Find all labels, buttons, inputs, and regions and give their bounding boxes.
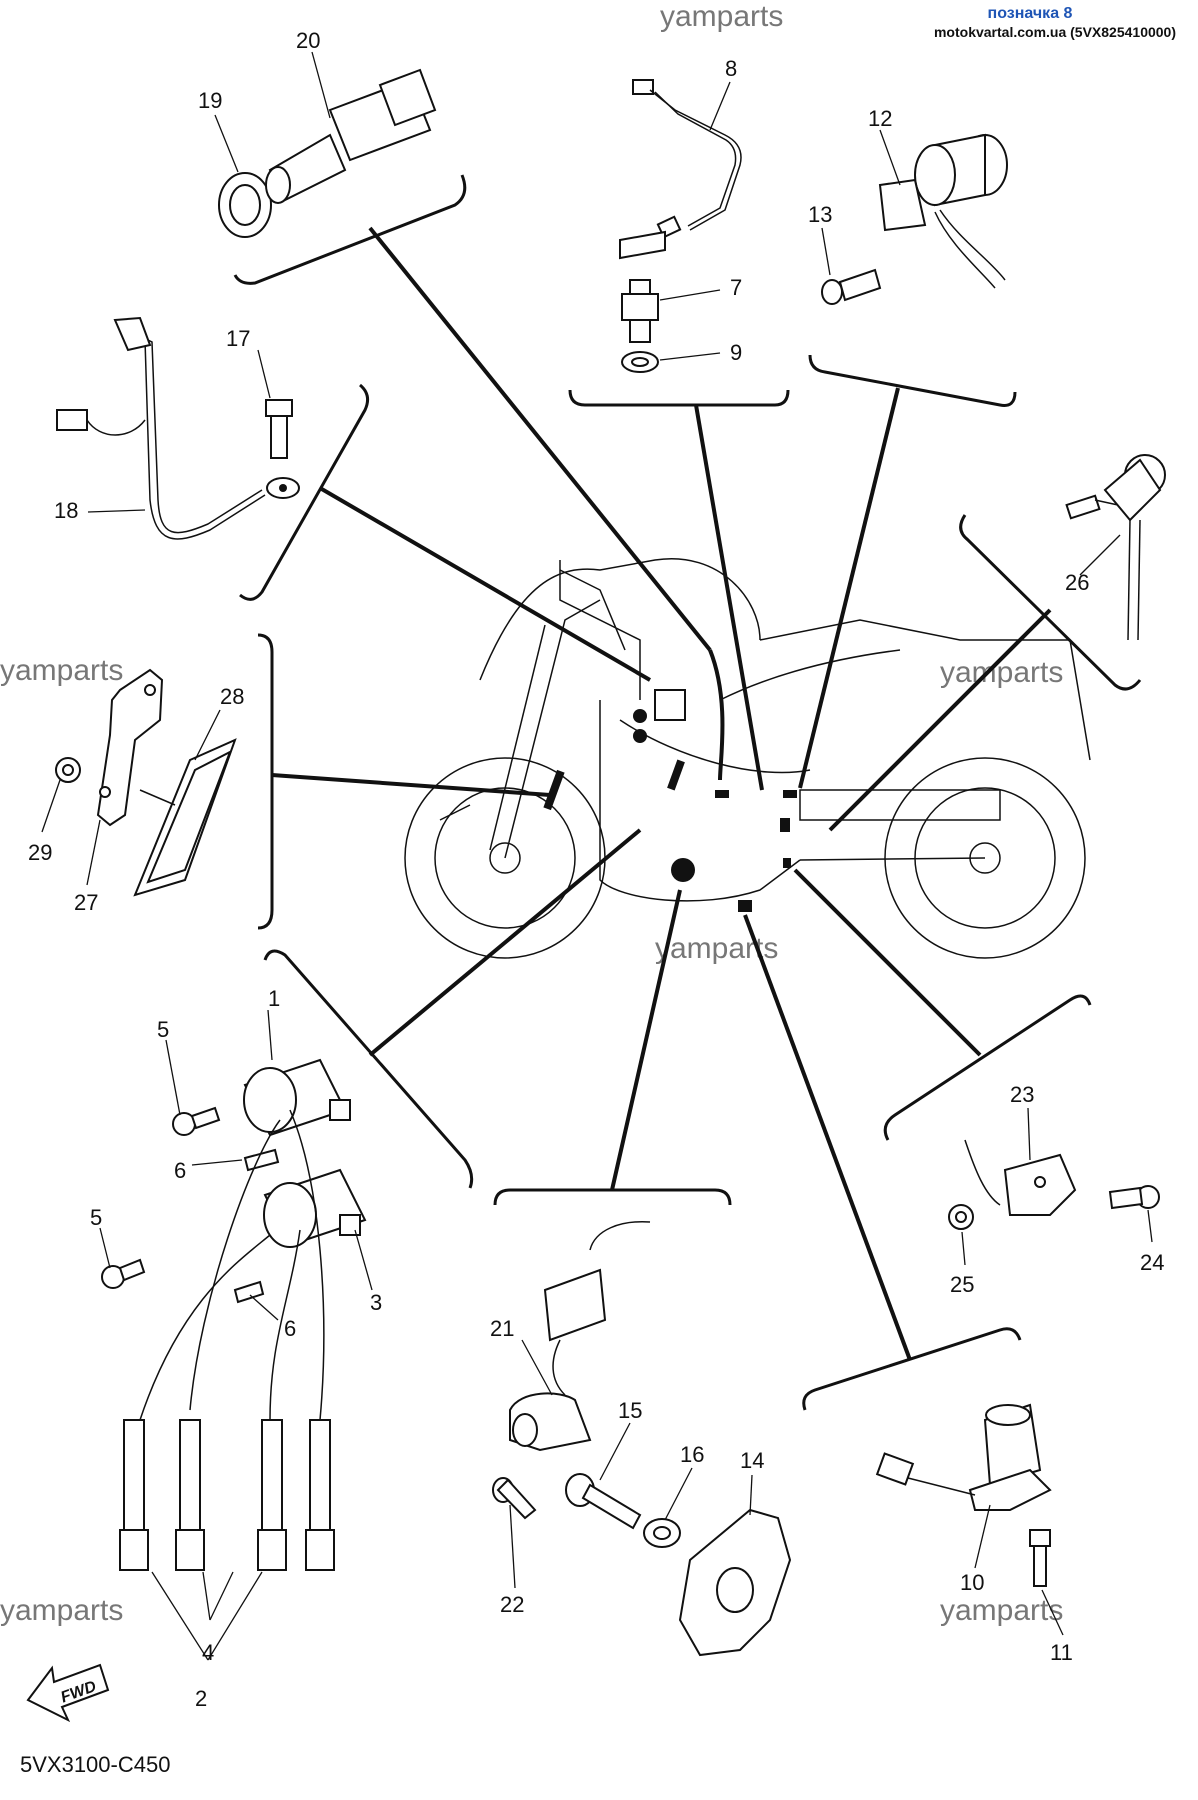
part-17-bolt (265, 399, 293, 459)
part-5-bolt-upper (172, 1106, 221, 1136)
callout-5-upper: 5 (157, 1017, 169, 1042)
callout-25: 25 (950, 1272, 974, 1297)
part-11-bolt (1029, 1529, 1051, 1587)
part-28-reflector (133, 738, 237, 897)
callout-8: 8 (725, 56, 737, 81)
callout-18: 18 (54, 498, 78, 523)
header-site-ref: motokvartal.com.ua (5VX825410000) (933, 24, 1176, 40)
callout-11: 11 (1050, 1640, 1073, 1665)
fwd-arrow-icon: FWD (26, 1663, 110, 1723)
part-8-lead-wire (619, 79, 742, 260)
diagram-code: 5VX3100-C450 (20, 1752, 171, 1777)
callout-19: 19 (198, 88, 222, 113)
bracket-group-10-11 (802, 1327, 1022, 1411)
part-4-plug-caps (119, 1109, 335, 1571)
callout-13: 13 (808, 202, 832, 227)
watermark-bottom-left: yamparts (0, 1594, 123, 1627)
callout-29: 29 (28, 840, 52, 865)
part-21-pickup-coil (509, 1221, 651, 1452)
part-24-bolt (1108, 1185, 1160, 1210)
bracket-group-1-6 (263, 949, 474, 1189)
callout-9: 9 (730, 340, 742, 365)
callout-14: 14 (740, 1448, 764, 1473)
lead-lines (271, 226, 1052, 1361)
callout-6-lower: 6 (284, 1316, 296, 1341)
part-29-nut (55, 757, 81, 783)
watermark-right: yamparts (940, 656, 1063, 689)
callout-24: 24 (1140, 1250, 1164, 1275)
callout-4: 4 (202, 1640, 214, 1665)
callout-5-lower: 5 (90, 1205, 102, 1230)
bracket-group-7-8-9 (568, 389, 790, 407)
header-link[interactable]: позначка 8 (987, 5, 1073, 22)
part-9-washer (621, 351, 659, 373)
bracket-group-12-13 (808, 354, 1017, 407)
callout-2: 2 (195, 1686, 207, 1711)
part-23-switch (964, 1139, 1077, 1216)
watermark-bottom-right: yamparts (940, 1594, 1063, 1627)
bracket-group-27-28-29 (257, 633, 274, 930)
part-16-washer (643, 1518, 681, 1548)
callout-26: 26 (1065, 570, 1089, 595)
part-20-sender (218, 68, 437, 238)
part-25-nut (948, 1204, 974, 1230)
callout-10: 10 (960, 1570, 984, 1595)
bracket-group-17-18 (239, 383, 370, 601)
callout-7: 7 (730, 275, 742, 300)
bracket-group-19-20 (233, 174, 467, 285)
callout-17: 17 (226, 326, 250, 351)
part-6-bolt-lower (233, 1280, 265, 1304)
bracket-group-26 (959, 514, 1142, 691)
location-markers (543, 689, 797, 912)
part-27-bracket (96, 668, 164, 827)
part-26-sensor (1065, 454, 1166, 641)
part-6-bolt-upper (243, 1148, 280, 1172)
watermark-left: yamparts (0, 654, 123, 687)
part-5-bolt-lower (101, 1258, 146, 1289)
part-15-bolt (565, 1473, 642, 1530)
part-22-bolt (492, 1477, 537, 1520)
part-12-sensor (878, 133, 1008, 289)
callout-15: 15 (618, 1398, 642, 1423)
part-14-rotor (678, 1508, 792, 1657)
motorcycle-outline (404, 558, 1091, 959)
bracket-group-21-22 (493, 1188, 732, 1206)
callout-6-upper: 6 (174, 1158, 186, 1183)
part-7-switch (621, 279, 659, 343)
part-10-sensor (875, 1403, 1052, 1511)
bracket-group-23-25 (883, 994, 1092, 1141)
part-1-coil (243, 1058, 351, 1137)
callout-20: 20 (296, 28, 320, 53)
callout-1: 1 (268, 986, 280, 1011)
callout-3: 3 (370, 1290, 382, 1315)
callout-labels: 1 2 3 4 5 5 6 6 7 8 9 10 11 12 13 14 15 … (28, 28, 1164, 1711)
callout-28: 28 (220, 684, 244, 709)
watermark-top: yamparts (660, 0, 783, 33)
part-13-bolt (821, 268, 882, 305)
callout-27: 27 (74, 890, 98, 915)
callout-leaders (41, 51, 1153, 1661)
callout-21: 21 (490, 1316, 514, 1341)
callout-23: 23 (1010, 1082, 1034, 1107)
part-18-earth-lead (56, 316, 300, 540)
callout-16: 16 (680, 1442, 704, 1467)
callout-12: 12 (868, 106, 892, 131)
callout-22: 22 (500, 1592, 524, 1617)
